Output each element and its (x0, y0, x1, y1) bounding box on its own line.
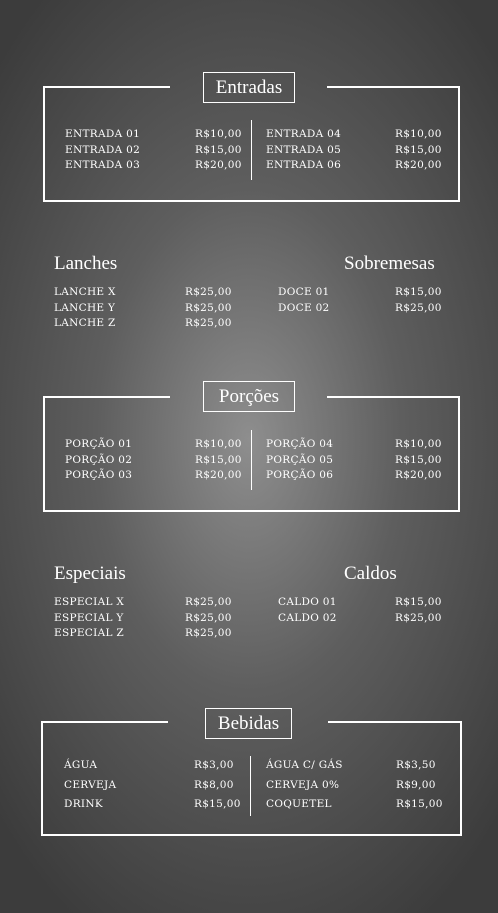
item-price: R$3,00 (194, 759, 234, 771)
item-price: R$20,00 (395, 159, 442, 171)
item-name: ÁGUA C/ GÁS (266, 759, 343, 771)
item-price: R$25,00 (185, 301, 232, 314)
item-name: PORÇÃO 01 (65, 438, 133, 450)
frame-top-left (43, 396, 170, 398)
item-price: R$15,00 (395, 596, 442, 608)
column-divider (251, 120, 252, 180)
item-price: R$15,00 (396, 798, 443, 810)
section-title: Bebidas (205, 708, 292, 739)
frame-bottom (41, 834, 462, 836)
item-price: R$25,00 (185, 596, 232, 608)
item-price: R$25,00 (185, 627, 232, 639)
frame-top-right (327, 396, 460, 398)
item-price: R$15,00 (395, 286, 442, 298)
item-price: R$25,00 (185, 611, 232, 624)
column-divider (251, 430, 252, 490)
item-price: R$25,00 (395, 301, 442, 314)
section-title: Caldos (344, 563, 397, 584)
frame-right (460, 721, 462, 836)
frame-right (458, 396, 460, 512)
item-price: R$8,00 (194, 778, 234, 791)
frame-top-right (327, 86, 460, 88)
item-price: R$15,00 (195, 143, 242, 156)
item-price: R$20,00 (195, 159, 242, 171)
item-name: CERVEJA (64, 778, 117, 791)
item-name: PORÇÃO 05 (266, 453, 334, 466)
item-price: R$10,00 (195, 128, 242, 140)
item-name: PORÇÃO 04 (266, 438, 334, 450)
item-price: R$9,00 (396, 778, 436, 791)
item-name: ESPECIAL X (54, 596, 125, 608)
section-title: Entradas (203, 72, 295, 103)
item-price: R$15,00 (194, 798, 241, 810)
frame-left (41, 721, 43, 836)
frame-right (458, 86, 460, 202)
item-name: ENTRADA 01 (65, 128, 141, 140)
item-price: R$15,00 (395, 453, 442, 466)
item-name: PORÇÃO 02 (65, 453, 133, 466)
item-price: R$20,00 (395, 469, 442, 481)
frame-left (43, 396, 45, 512)
item-name: DOCE 01 (278, 286, 330, 298)
item-name: ESPECIAL Y (54, 611, 124, 624)
item-price: R$20,00 (195, 469, 242, 481)
section-title: Sobremesas (344, 253, 435, 274)
item-name: ENTRADA 05 (266, 143, 342, 156)
column-divider (250, 756, 251, 816)
frame-top-left (43, 86, 170, 88)
item-name: LANCHE Z (54, 317, 116, 329)
item-name: ENTRADA 04 (266, 128, 342, 140)
frame-bottom (43, 200, 460, 202)
item-name: ENTRADA 06 (266, 159, 342, 171)
item-price: R$3,50 (396, 759, 436, 771)
item-name: PORÇÃO 03 (65, 469, 133, 481)
item-name: ÁGUA (64, 759, 98, 771)
item-price: R$10,00 (395, 128, 442, 140)
frame-bottom (43, 510, 460, 512)
item-name: DOCE 02 (278, 301, 330, 314)
item-price: R$25,00 (185, 286, 232, 298)
item-price: R$25,00 (185, 317, 232, 329)
item-name: CALDO 01 (278, 596, 337, 608)
item-name: DRINK (64, 798, 104, 810)
item-price: R$15,00 (195, 453, 242, 466)
item-name: ESPECIAL Z (54, 627, 124, 639)
item-name: CERVEJA 0% (266, 778, 340, 791)
frame-left (43, 86, 45, 202)
item-name: COQUETEL (266, 798, 332, 810)
item-price: R$25,00 (395, 611, 442, 624)
item-price: R$15,00 (395, 143, 442, 156)
item-name: LANCHE Y (54, 301, 116, 314)
item-name: CALDO 02 (278, 611, 337, 624)
frame-top-left (41, 721, 168, 723)
item-name: LANCHE X (54, 286, 116, 298)
section-title: Porções (203, 381, 295, 412)
section-title: Especiais (54, 563, 126, 584)
section-title: Lanches (54, 253, 118, 274)
item-name: PORÇÃO 06 (266, 469, 334, 481)
item-name: ENTRADA 02 (65, 143, 141, 156)
item-price: R$10,00 (195, 438, 242, 450)
item-price: R$10,00 (395, 438, 442, 450)
item-name: ENTRADA 03 (65, 159, 141, 171)
frame-top-right (328, 721, 462, 723)
